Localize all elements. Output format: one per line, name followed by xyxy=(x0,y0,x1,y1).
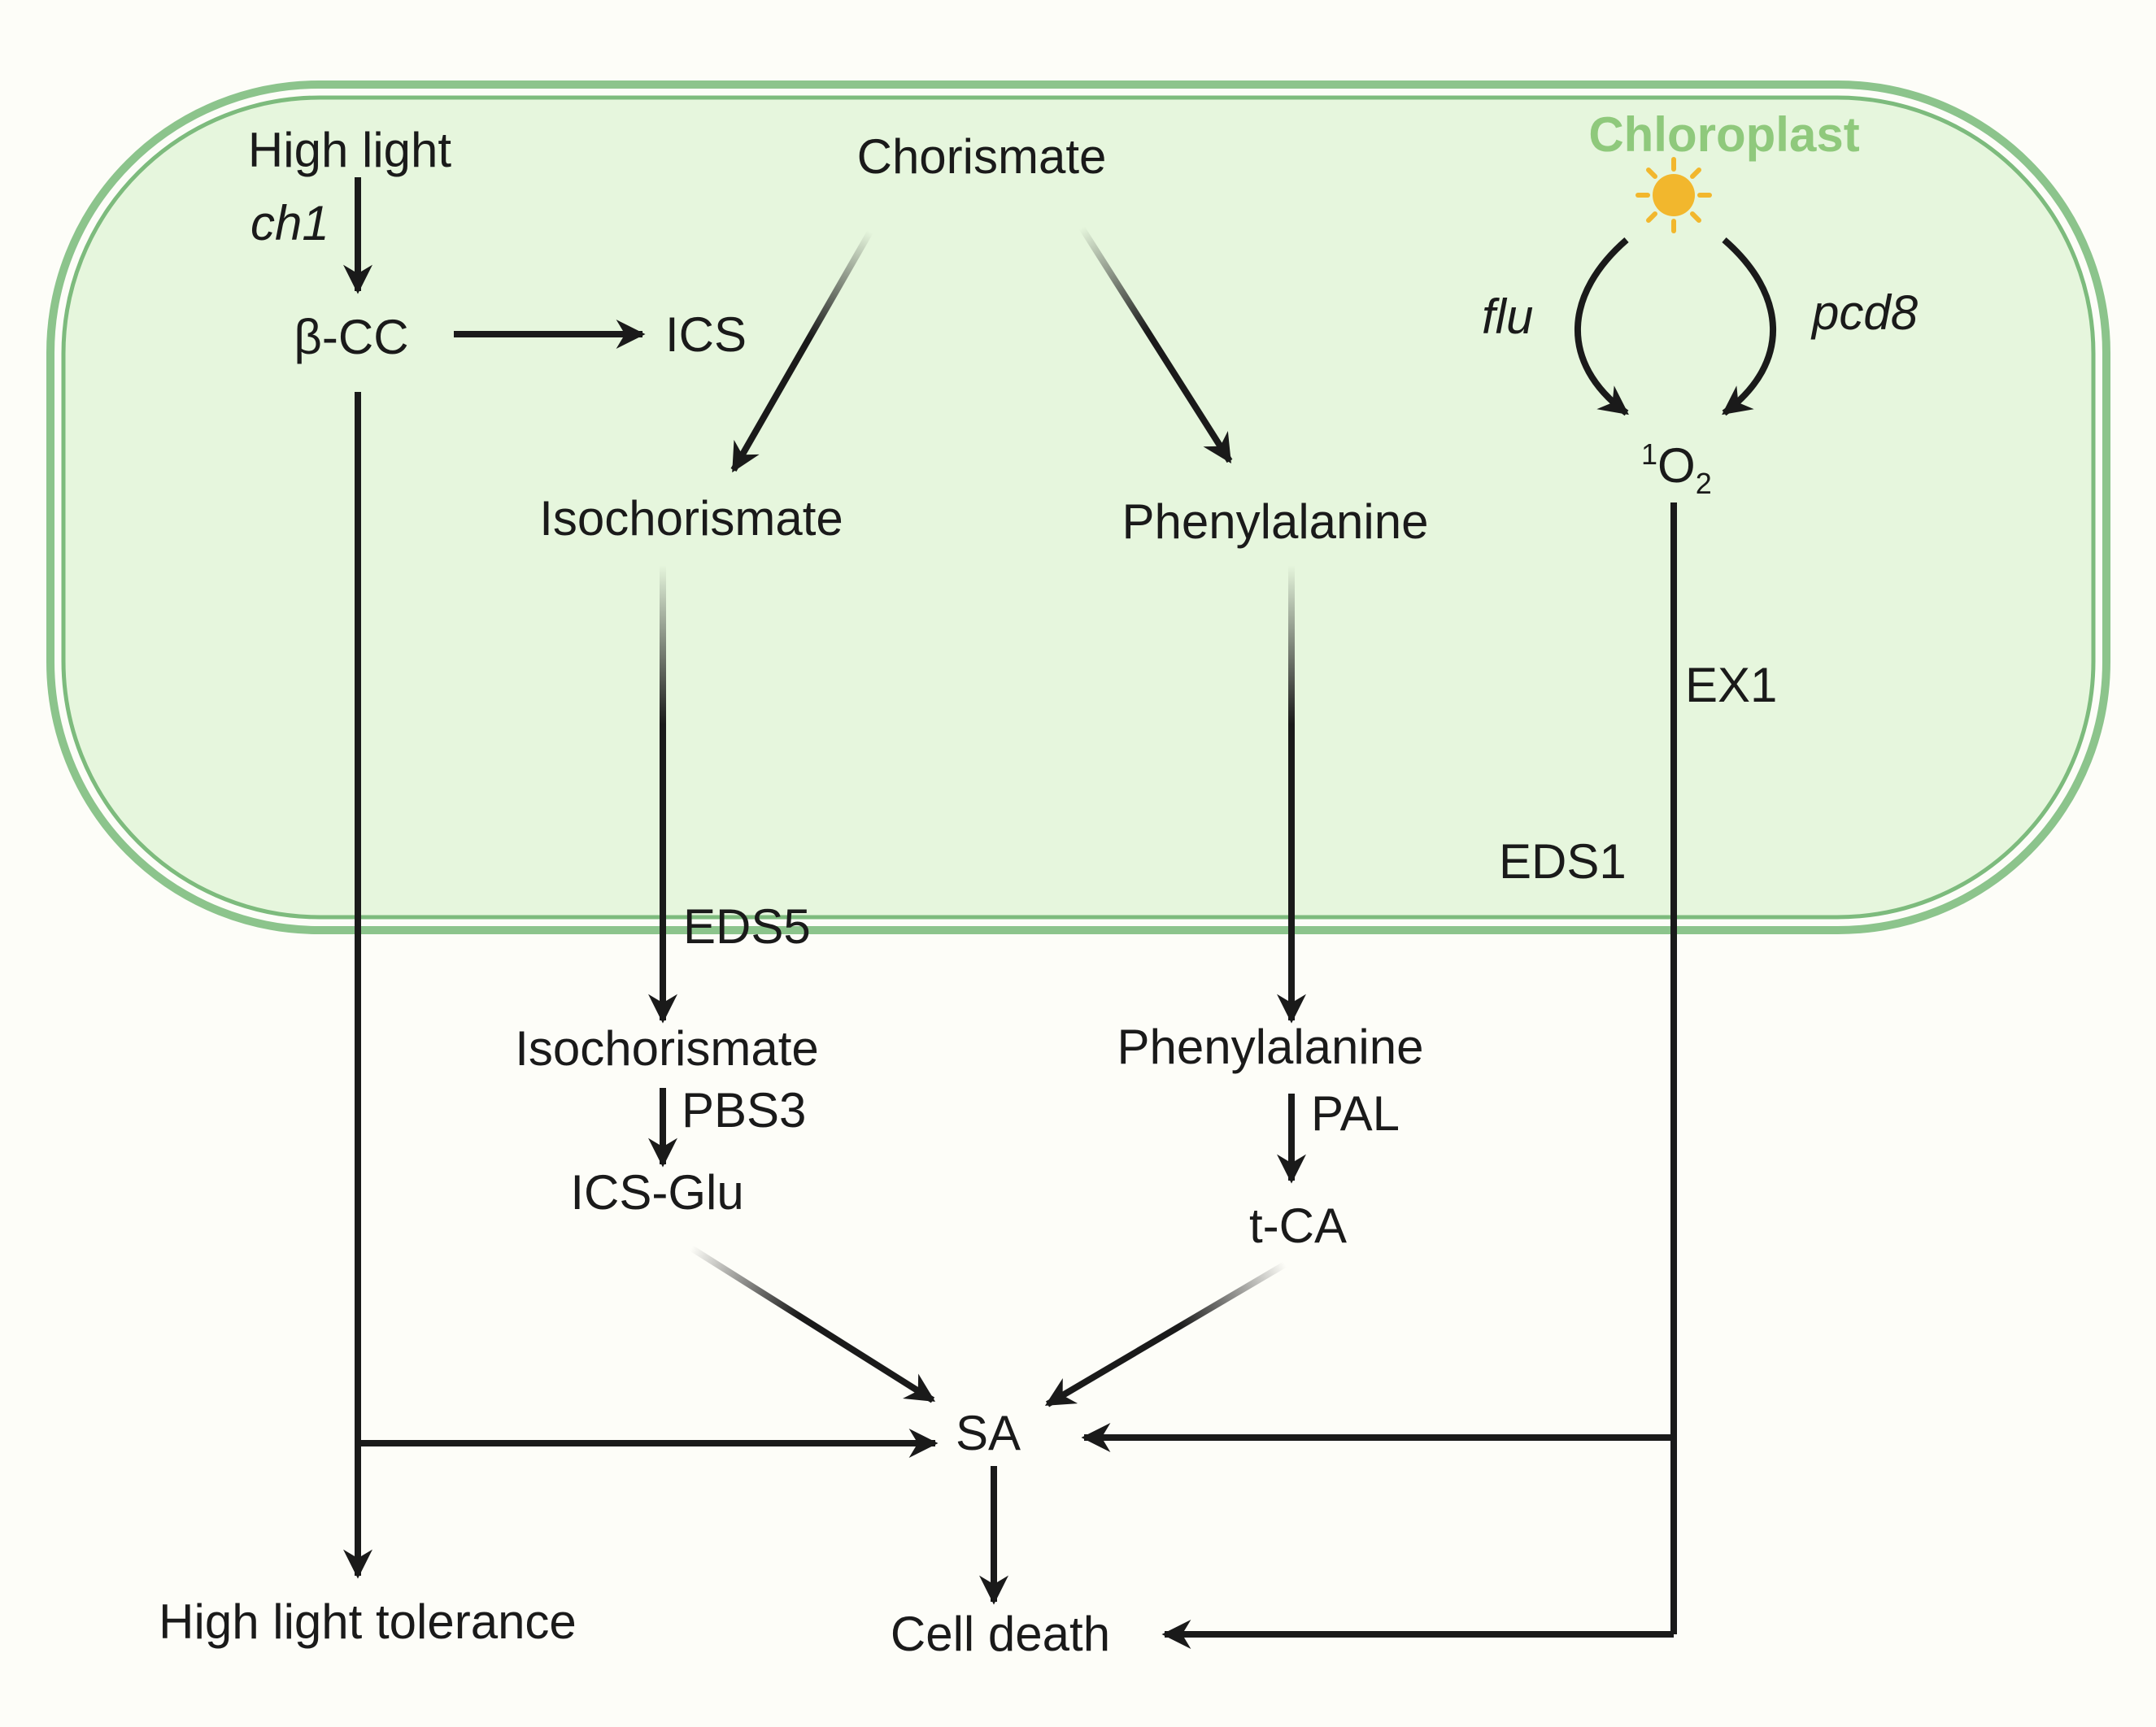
node-high-light-tolerance: High light tolerance xyxy=(159,1594,577,1649)
node-isochorismate-cytosol: Isochorismate xyxy=(515,1021,818,1076)
label-eds1: EDS1 xyxy=(1499,834,1627,889)
arrow-pcd8 xyxy=(1722,237,1776,416)
node-ics: ICS xyxy=(665,307,747,362)
chloroplast-title: Chloroplast xyxy=(1588,107,1859,162)
node-high-light: High light xyxy=(248,123,451,177)
label-pcd8: pcd8 xyxy=(1810,285,1919,340)
arrow-tca-to-sa xyxy=(1044,1261,1287,1407)
node-isochorismate-plastid: Isochorismate xyxy=(539,491,843,546)
label-ch1: ch1 xyxy=(250,196,329,250)
node-phenylalanine-cytosol: Phenylalanine xyxy=(1117,1020,1424,1074)
label-pbs3: PBS3 xyxy=(682,1083,806,1138)
node-ics-glu: ICS-Glu xyxy=(570,1165,743,1220)
label-flu: flu xyxy=(1482,289,1533,344)
arrow-flu xyxy=(1575,237,1629,416)
node-chorismate: Chorismate xyxy=(857,129,1107,184)
node-singlet-oxygen: 1O2 xyxy=(1641,437,1712,500)
node-phenylalanine-plastid: Phenylalanine xyxy=(1122,494,1429,549)
arrow-chorismate-to-isochorismate xyxy=(730,230,873,473)
node-sa: SA xyxy=(956,1406,1021,1460)
label-ex1: EX1 xyxy=(1685,658,1777,712)
arrow-icsglu-to-sa xyxy=(689,1245,936,1403)
node-cell-death: Cell death xyxy=(891,1607,1110,1661)
arrow-chorismate-to-phenylalanine xyxy=(1078,225,1233,464)
label-eds5: EDS5 xyxy=(683,899,811,954)
chloroplast-inner-membrane xyxy=(61,95,2096,920)
label-pal: PAL xyxy=(1311,1086,1400,1141)
chloroplast-outer-membrane xyxy=(46,80,2110,934)
node-beta-cc: β-CC xyxy=(294,310,408,364)
node-t-ca: t-CA xyxy=(1249,1198,1347,1253)
sun-icon xyxy=(1636,157,1712,233)
